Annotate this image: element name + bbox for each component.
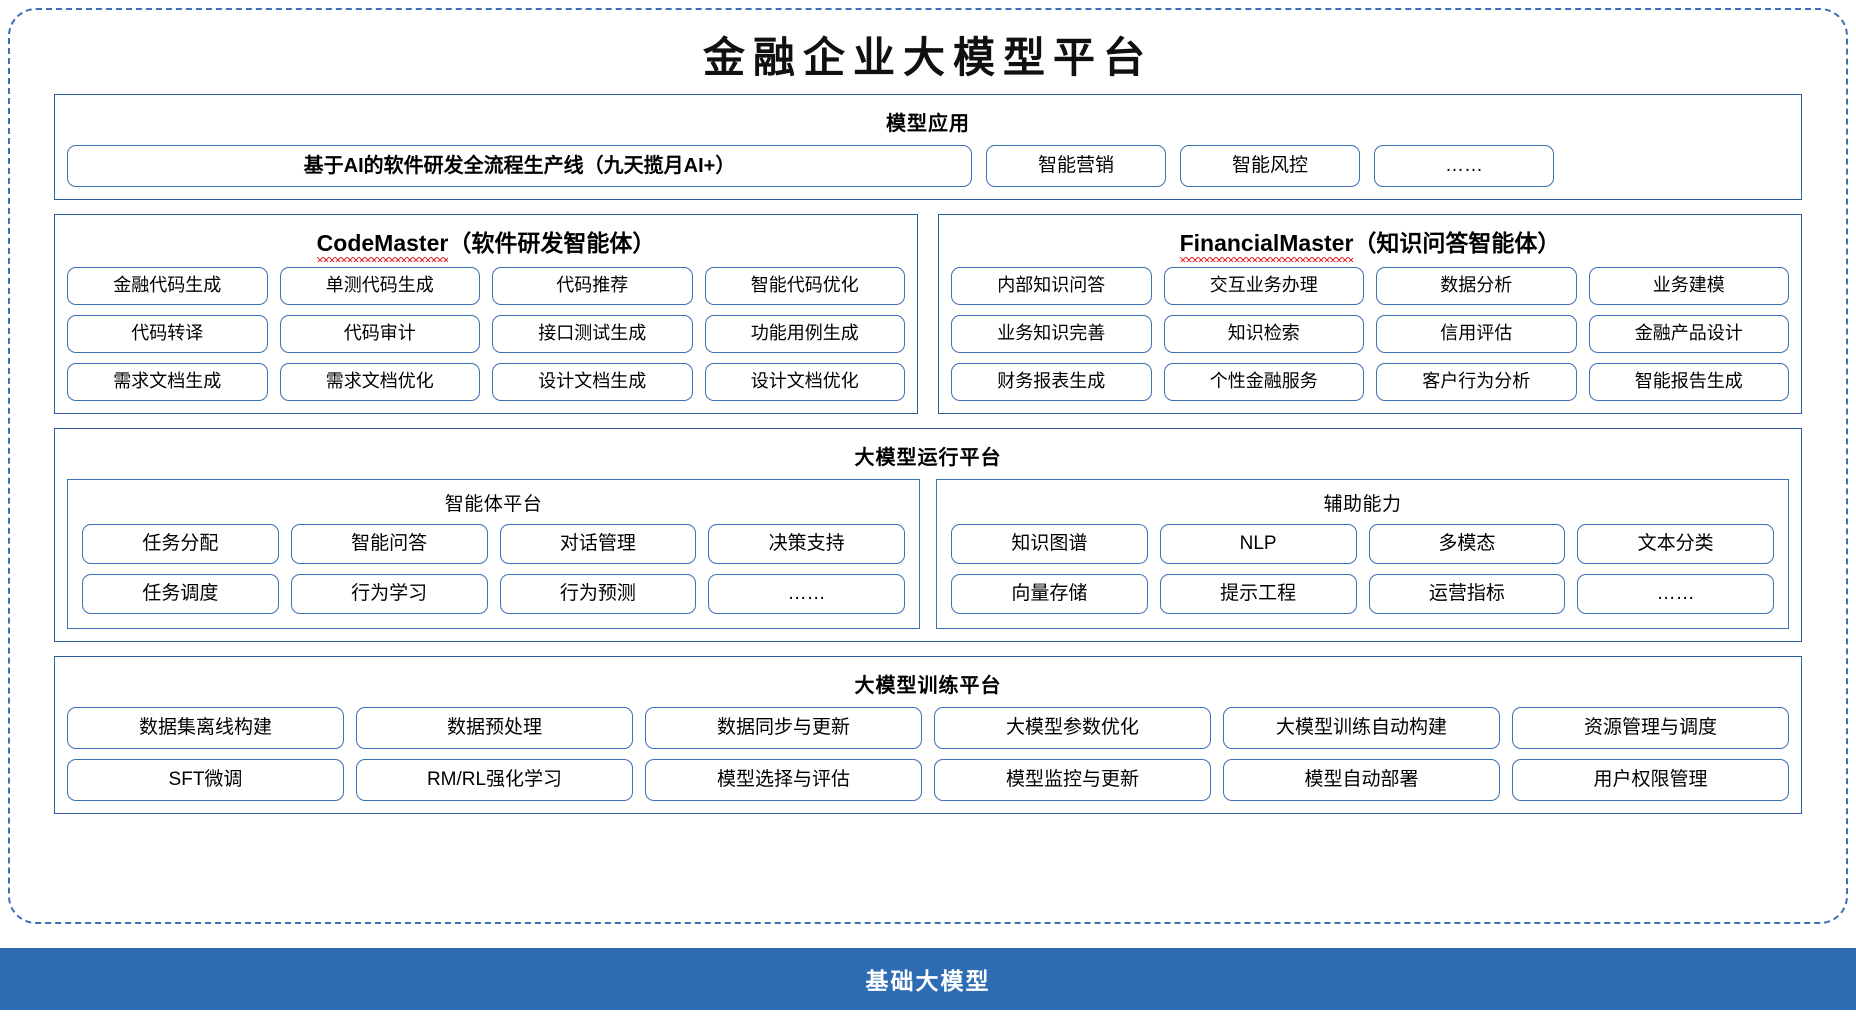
auxiliary-pill-1-4[interactable]: 文本分类 [1577,524,1774,564]
agent-title-financialmaster: FinancialMaster（知识问答智能体） [951,221,1789,267]
outer-dashed-frame: 金融企业大模型平台 模型应用 基于AI的软件研发全流程生产线（九天揽月AI+） … [8,8,1848,924]
financialmaster-row-2: 业务知识完善 知识检索 信用评估 金融产品设计 [951,315,1789,353]
codemaster-pill-2-1[interactable]: 代码转译 [67,315,268,353]
agent-name-en-financialmaster: FinancialMaster [1179,230,1353,262]
codemaster-pill-2-2[interactable]: 代码审计 [279,315,480,353]
codemaster-row-1: 金融代码生成 单测代码生成 代码推荐 智能代码优化 [67,267,905,305]
financialmaster-pill-3-3[interactable]: 客户行为分析 [1376,363,1577,401]
section-title-model-application: 模型应用 [886,113,970,135]
financialmaster-pill-3-4[interactable]: 智能报告生成 [1588,363,1789,401]
training-pill-1-5[interactable]: 大模型训练自动构建 [1223,707,1500,749]
codemaster-pill-3-2[interactable]: 需求文档优化 [279,363,480,401]
financialmaster-pill-2-1[interactable]: 业务知识完善 [951,315,1152,353]
section-training-platform: 大模型训练平台 数据集离线构建 数据预处理 数据同步与更新 大模型参数优化 大模… [54,656,1802,814]
financialmaster-row-3: 财务报表生成 个性金融服务 客户行为分析 智能报告生成 [951,363,1789,401]
training-pill-2-4[interactable]: 模型监控与更新 [934,759,1211,801]
section-runtime-platform: 大模型运行平台 智能体平台 任务分配 智能问答 对话管理 决策支持 任务调度 行… [54,428,1802,642]
base-model-label: 基础大模型 [865,968,991,994]
section-title-runtime-platform: 大模型运行平台 [854,447,1002,469]
agent-title-codemaster: CodeMaster（软件研发智能体） [67,221,905,267]
financialmaster-pill-3-2[interactable]: 个性金融服务 [1163,363,1364,401]
financialmaster-pill-1-2[interactable]: 交互业务办理 [1163,267,1364,305]
agent-platform-pill-2-1[interactable]: 任务调度 [82,574,279,614]
training-pill-2-6[interactable]: 用户权限管理 [1512,759,1789,801]
model-application-row: 基于AI的软件研发全流程生产线（九天揽月AI+） 智能营销 智能风控 …… [67,145,1789,187]
base-model-bar: 基础大模型 [0,948,1856,1010]
auxiliary-row-1: 知识图谱 NLP 多模态 文本分类 [951,524,1774,564]
section-codemaster: CodeMaster（软件研发智能体） 金融代码生成 单测代码生成 代码推荐 智… [54,214,918,414]
codemaster-pill-3-3[interactable]: 设计文档生成 [492,363,693,401]
page-title: 金融企业大模型平台 [702,36,1153,82]
agent-name-en-codemaster: CodeMaster [316,230,448,262]
runtime-subpanels: 智能体平台 任务分配 智能问答 对话管理 决策支持 任务调度 行为学习 行为预测… [67,479,1789,629]
section-title-training-platform: 大模型训练平台 [854,675,1002,697]
codemaster-pill-2-3[interactable]: 接口测试生成 [492,315,693,353]
auxiliary-pill-1-1[interactable]: 知识图谱 [951,524,1148,564]
financialmaster-pill-2-2[interactable]: 知识检索 [1163,315,1364,353]
auxiliary-pill-1-3[interactable]: 多模态 [1368,524,1566,564]
auxiliary-pill-2-4[interactable]: …… [1577,574,1774,614]
codemaster-pill-3-4[interactable]: 设计文档优化 [704,363,905,401]
app-pill-ellipsis[interactable]: …… [1374,145,1554,187]
section-financialmaster: FinancialMaster（知识问答智能体） 内部知识问答 交互业务办理 数… [938,214,1802,414]
agent-platform-row-2: 任务调度 行为学习 行为预测 …… [82,574,905,614]
training-row-1: 数据集离线构建 数据预处理 数据同步与更新 大模型参数优化 大模型训练自动构建 … [67,707,1789,749]
auxiliary-row-2: 向量存储 提示工程 运营指标 …… [951,574,1774,614]
financialmaster-pill-1-1[interactable]: 内部知识问答 [951,267,1152,305]
financialmaster-row-1: 内部知识问答 交互业务办理 数据分析 业务建模 [951,267,1789,305]
codemaster-row-2: 代码转译 代码审计 接口测试生成 功能用例生成 [67,315,905,353]
financialmaster-pill-1-3[interactable]: 数据分析 [1376,267,1577,305]
agent-platform-pill-2-2[interactable]: 行为学习 [290,574,488,614]
codemaster-pill-1-2[interactable]: 单测代码生成 [279,267,480,305]
agent-platform-pill-2-4[interactable]: …… [708,574,905,614]
training-pill-1-4[interactable]: 大模型参数优化 [934,707,1211,749]
agent-name-cn-codemaster: （软件研发智能体） [448,230,656,256]
agent-platform-pill-1-1[interactable]: 任务分配 [82,524,279,564]
agent-platform-pill-1-2[interactable]: 智能问答 [290,524,488,564]
training-pill-1-1[interactable]: 数据集离线构建 [67,707,344,749]
codemaster-pill-3-1[interactable]: 需求文档生成 [67,363,268,401]
training-pill-2-5[interactable]: 模型自动部署 [1223,759,1500,801]
agent-platform-pill-2-3[interactable]: 行为预测 [499,574,697,614]
codemaster-pill-1-4[interactable]: 智能代码优化 [704,267,905,305]
training-pill-2-1[interactable]: SFT微调 [67,759,344,801]
codemaster-pill-1-3[interactable]: 代码推荐 [492,267,693,305]
app-pill-risk-control[interactable]: 智能风控 [1180,145,1360,187]
codemaster-row-3: 需求文档生成 需求文档优化 设计文档生成 设计文档优化 [67,363,905,401]
subpanel-title-agent-platform: 智能体平台 [444,494,543,515]
financialmaster-pill-2-3[interactable]: 信用评估 [1376,315,1577,353]
agent-platform-pill-1-3[interactable]: 对话管理 [499,524,697,564]
training-row-2: SFT微调 RM/RL强化学习 模型选择与评估 模型监控与更新 模型自动部署 用… [67,759,1789,801]
codemaster-pill-1-1[interactable]: 金融代码生成 [67,267,268,305]
training-pill-1-6[interactable]: 资源管理与调度 [1512,707,1789,749]
auxiliary-pill-1-2[interactable]: NLP [1159,524,1357,564]
auxiliary-pill-2-2[interactable]: 提示工程 [1159,574,1357,614]
subpanel-title-auxiliary-capability: 辅助能力 [1323,494,1402,515]
auxiliary-pill-2-1[interactable]: 向量存储 [951,574,1148,614]
codemaster-pill-2-4[interactable]: 功能用例生成 [704,315,905,353]
app-pill-marketing[interactable]: 智能营销 [986,145,1166,187]
agent-name-cn-financialmaster: （知识问答智能体） [1353,230,1561,256]
app-flagship-pill[interactable]: 基于AI的软件研发全流程生产线（九天揽月AI+） [67,145,972,187]
agent-platform-pill-1-4[interactable]: 决策支持 [708,524,905,564]
training-pill-2-2[interactable]: RM/RL强化学习 [356,759,633,801]
financialmaster-pill-1-4[interactable]: 业务建模 [1588,267,1789,305]
training-pill-2-3[interactable]: 模型选择与评估 [645,759,922,801]
auxiliary-pill-2-3[interactable]: 运营指标 [1368,574,1566,614]
subpanel-agent-platform: 智能体平台 任务分配 智能问答 对话管理 决策支持 任务调度 行为学习 行为预测… [67,479,920,629]
training-pill-1-3[interactable]: 数据同步与更新 [645,707,922,749]
agent-platform-row-1: 任务分配 智能问答 对话管理 决策支持 [82,524,905,564]
subpanel-auxiliary-capability: 辅助能力 知识图谱 NLP 多模态 文本分类 向量存储 提示工程 运营指标 …… [936,479,1789,629]
section-model-application: 模型应用 基于AI的软件研发全流程生产线（九天揽月AI+） 智能营销 智能风控 … [54,94,1802,200]
training-pill-1-2[interactable]: 数据预处理 [356,707,633,749]
financialmaster-pill-3-1[interactable]: 财务报表生成 [951,363,1152,401]
financialmaster-pill-2-4[interactable]: 金融产品设计 [1588,315,1789,353]
agents-row: CodeMaster（软件研发智能体） 金融代码生成 单测代码生成 代码推荐 智… [54,214,1802,414]
